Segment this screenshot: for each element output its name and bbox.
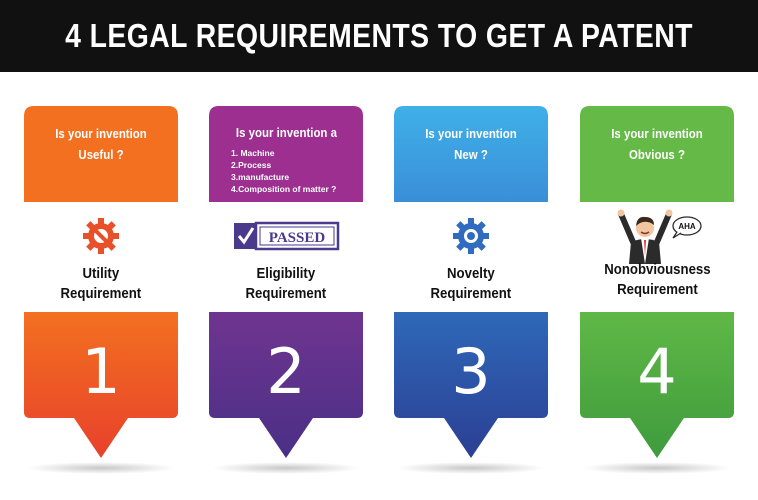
question-line: Is your invention a	[235, 125, 337, 140]
card-middle: Novelty Requirement	[394, 202, 548, 312]
requirement-subtitle: Requirement	[430, 285, 512, 302]
list-item: 2.Process	[231, 160, 272, 170]
question-line: Is your invention	[55, 126, 147, 141]
aha-person-icon: AHA	[580, 208, 734, 264]
card-question: Is your invention Obvious ?	[580, 106, 734, 202]
card-shadow	[396, 462, 546, 474]
stamp-text: PASSED	[269, 230, 326, 246]
card-number: 3	[451, 335, 491, 408]
card-number: 1	[81, 335, 121, 408]
question-line: Is your invention	[611, 126, 703, 141]
card-question: Is your invention a 1. Machine 2.Process…	[209, 106, 363, 202]
gear-wrench-icon	[24, 208, 178, 264]
card-question: Is your invention Useful ?	[24, 106, 178, 202]
requirement-title: Eligibility	[256, 265, 316, 282]
card-background	[24, 106, 178, 458]
card-eligibility: Is your invention a 1. Machine 2.Process…	[209, 106, 363, 462]
list-item: 3.manufacture	[231, 172, 290, 182]
question-line: Obvious ?	[629, 147, 685, 162]
card-background	[394, 106, 548, 458]
card-question: Is your invention New ?	[394, 106, 548, 202]
gear-icon	[394, 208, 548, 264]
card-middle: Utility Requirement	[24, 202, 178, 312]
title-banner: 4 LEGAL REQUIREMENTS TO GET A PATENT	[0, 0, 758, 72]
card-number: 4	[637, 335, 677, 408]
card-shadow	[211, 462, 361, 474]
question-line: New ?	[454, 147, 488, 162]
list-item: 1. Machine	[231, 148, 275, 158]
requirement-subtitle: Requirement	[245, 285, 327, 302]
card-background	[209, 106, 363, 458]
requirement-title: Nonobviousness	[603, 261, 711, 278]
card-novelty: Is your invention New ?	[394, 106, 548, 462]
bubble-text: AHA	[678, 222, 696, 231]
card-shadow	[582, 462, 732, 474]
requirement-title: Utility	[82, 265, 120, 282]
card-middle: PASSED Eligibility Requirement	[209, 202, 363, 312]
question-line: Is your invention	[425, 126, 517, 141]
list-item: 4.Composition of matter ?	[231, 184, 337, 194]
card-number: 2	[266, 335, 306, 408]
card-middle: AHA Nonobviousness Requirement	[580, 202, 734, 312]
card-nonobviousness: Is your invention Obvious ?	[580, 106, 734, 462]
card-shadow	[26, 462, 176, 474]
card-background	[580, 106, 734, 458]
requirement-subtitle: Requirement	[616, 281, 698, 298]
page-title: 4 LEGAL REQUIREMENTS TO GET A PATENT	[65, 17, 693, 54]
eligibility-list: 1. Machine 2.Process 3.manufacture 4.Com…	[231, 147, 336, 195]
requirement-subtitle: Requirement	[60, 285, 142, 302]
card-utility: Is your invention Useful ?	[24, 106, 178, 462]
requirement-title: Novelty	[447, 265, 495, 282]
question-line: Useful ?	[78, 147, 124, 162]
passed-stamp-icon: PASSED	[209, 208, 363, 264]
